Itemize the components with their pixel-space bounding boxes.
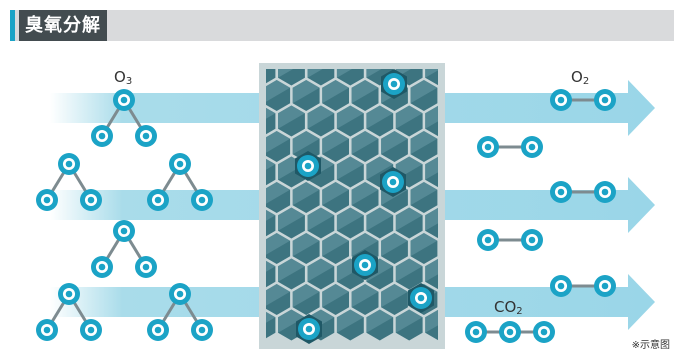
diagram-note: ※示意图 [632, 336, 670, 351]
oxygen-atom [80, 319, 102, 341]
oxygen-atom [91, 125, 113, 147]
oxygen-atom [477, 229, 499, 251]
oxygen-atom [191, 189, 213, 211]
oxygen-atom [533, 321, 555, 343]
oxygen-atom [550, 275, 572, 297]
oxygen-atom [191, 319, 213, 341]
oxygen-atom [550, 181, 572, 203]
oxygen-atom [80, 189, 102, 211]
oxygen-atom [113, 220, 135, 242]
catalyst-cell [234, 131, 261, 162]
oxygen-atom [594, 275, 616, 297]
o3-label: O3 [114, 68, 132, 87]
ozone-molecule [91, 220, 157, 278]
oxygen-atom [477, 136, 499, 158]
oxygen-atom [147, 319, 169, 341]
oxygen-atom [58, 283, 80, 305]
oxygen-atom [499, 321, 521, 343]
oxygen-atom [135, 256, 157, 278]
catalyst-cell [234, 233, 261, 264]
oxygen-atom [169, 283, 191, 305]
oxygen-atom [594, 89, 616, 111]
o2-label: O2 [571, 68, 589, 87]
oxygen-atom [147, 189, 169, 211]
oxygen-atom [36, 319, 58, 341]
oxygen-atom [91, 256, 113, 278]
oxygen-atom [113, 89, 135, 111]
oxygen-atom [521, 136, 543, 158]
oxygen-atom [465, 321, 487, 343]
oxygen-atom [550, 89, 572, 111]
oxygen-molecule [477, 136, 543, 158]
catalyst-cell [219, 55, 246, 86]
oxygen-atom [521, 229, 543, 251]
oxygen-atom [135, 125, 157, 147]
oxygen-atom [58, 153, 80, 175]
catalyst-cell [219, 259, 246, 290]
oxygen-atom [36, 189, 58, 211]
carbon-dioxide-molecule [465, 321, 555, 343]
oxygen-atom [169, 153, 191, 175]
oxygen-atom [594, 181, 616, 203]
oxygen-molecule [477, 229, 543, 251]
catalyst-cell [219, 157, 246, 188]
